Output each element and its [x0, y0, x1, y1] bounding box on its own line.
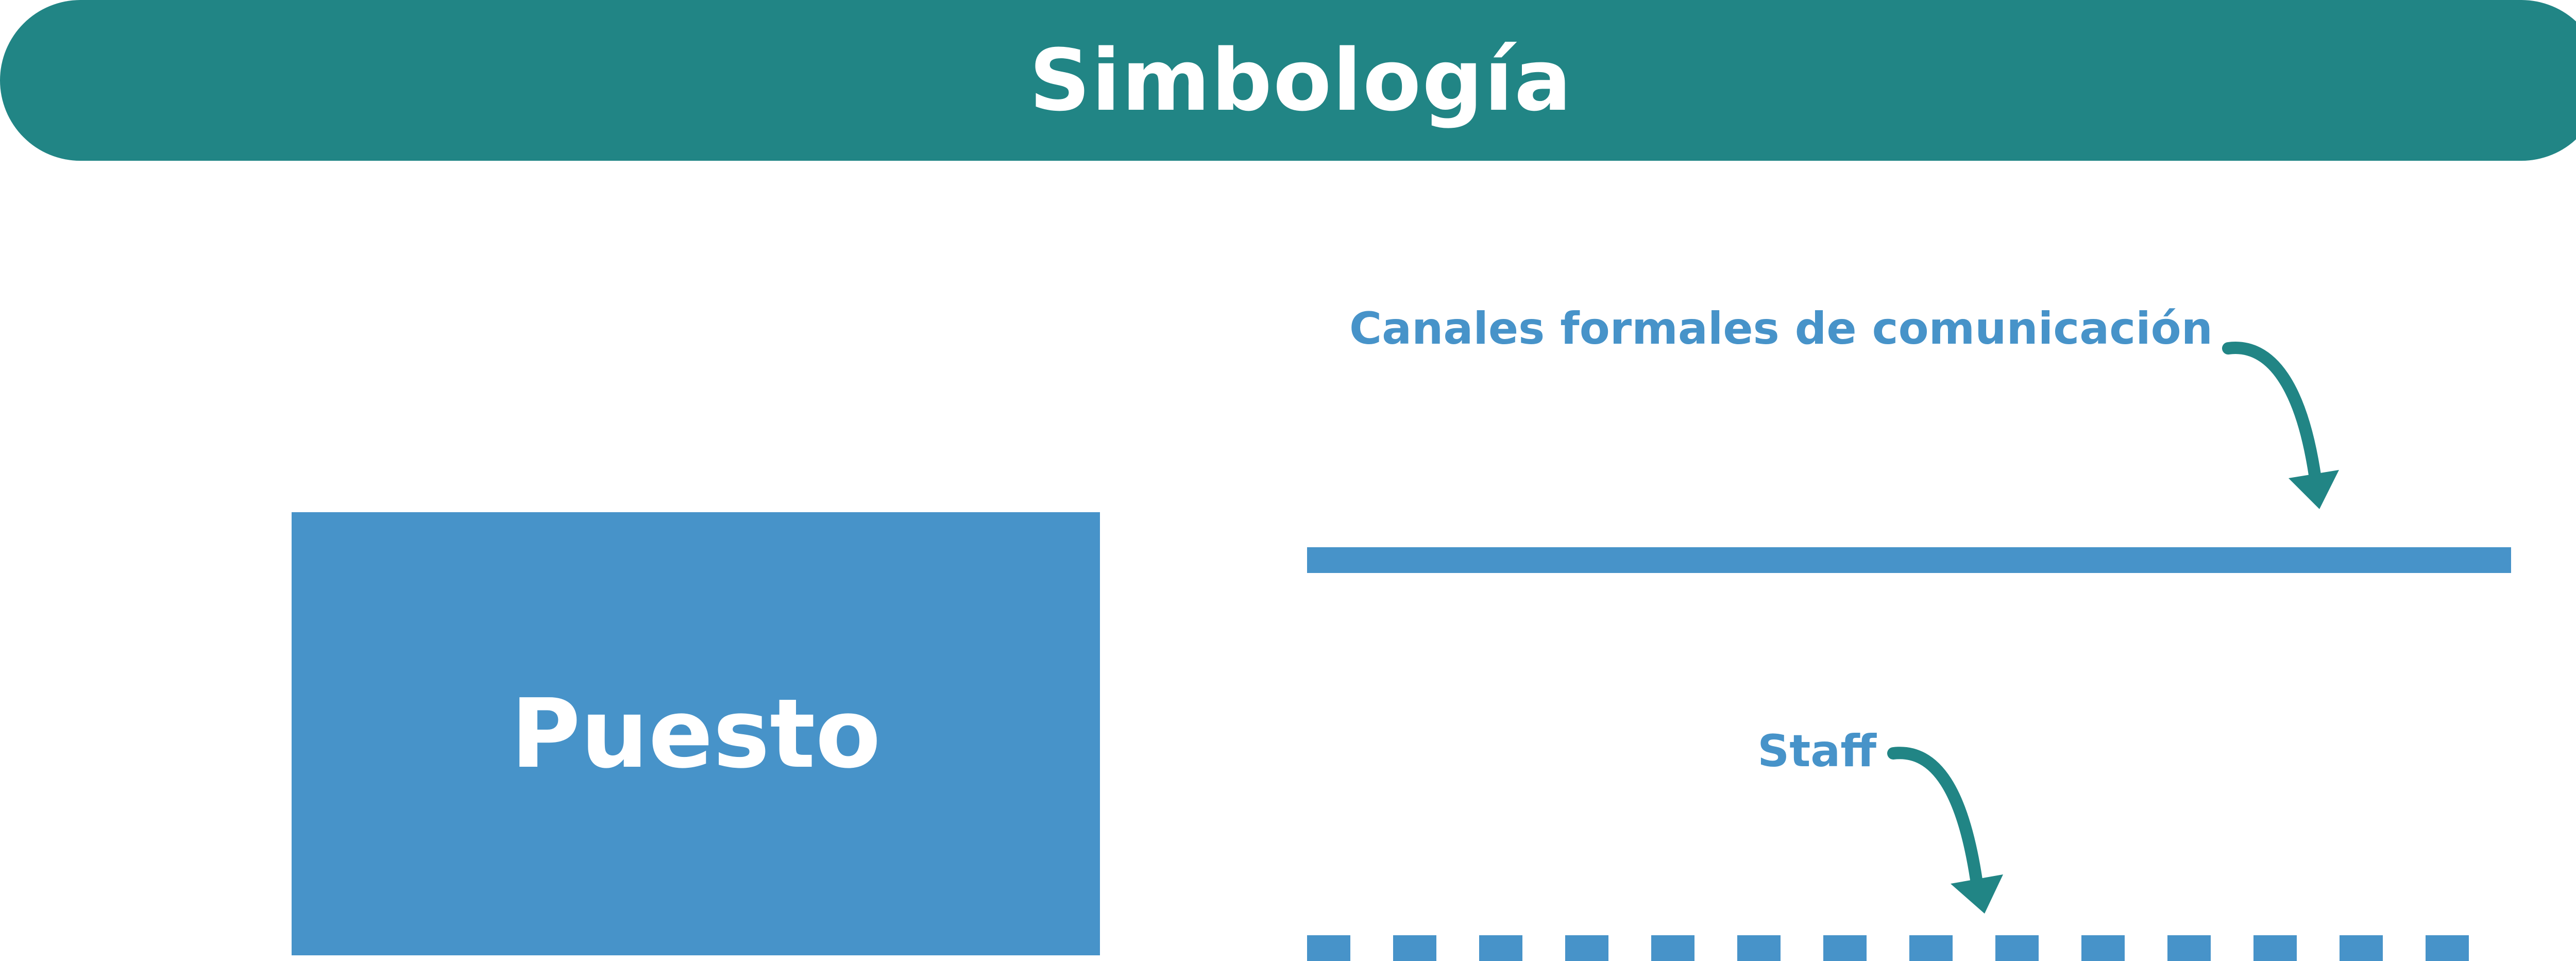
curved-arrow-icon [1887, 747, 2003, 914]
formal-channel-line [1307, 547, 2511, 573]
formal-channels-label: Canales formales de comunicación [1349, 303, 2213, 355]
curved-arrow-icon [2222, 342, 2339, 509]
header-banner: Simbología [0, 0, 2576, 161]
staff-dashed-line [1307, 935, 2511, 961]
staff-label: Staff [1757, 726, 1876, 777]
position-box-label: Puesto [511, 678, 881, 789]
position-box-symbol: Puesto [292, 512, 1100, 955]
page-title: Simbología [1029, 30, 1573, 130]
